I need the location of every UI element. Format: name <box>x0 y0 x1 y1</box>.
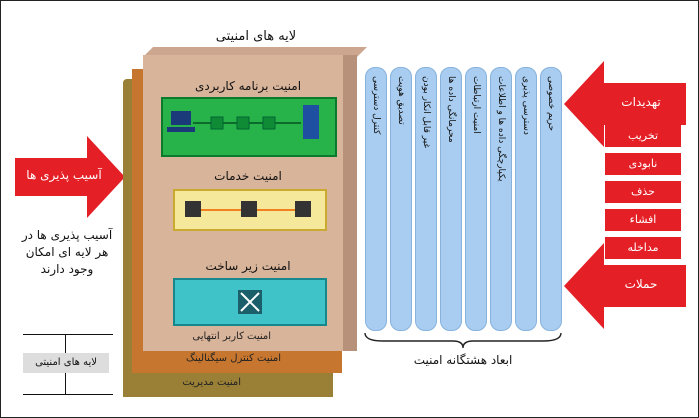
attacks-label: حملات <box>624 277 658 291</box>
threat-item: مداخله <box>605 237 681 259</box>
dimension-pillar: محرمانگی داده ها <box>440 67 462 331</box>
prism-side-face <box>343 55 357 351</box>
vulnerabilities-label: آسیب پذیری ها <box>26 168 102 182</box>
app-security-label: امنیت برنامه کاربردی <box>194 79 302 93</box>
dimension-pillar: یکپارچگی داده ها و اطلاعات <box>490 67 512 331</box>
dimension-pillar: کنترل دسترسی <box>365 67 387 331</box>
dimension-pillar: غیر قابل انکار بودن <box>415 67 437 331</box>
security-layers-title: لایه های امنیتی <box>215 29 297 44</box>
end-user-layer-label: امنیت کاربر انتهایی <box>192 331 271 342</box>
services-security-label: امنیت خدمات <box>214 169 282 183</box>
infra-security-box <box>173 278 327 326</box>
threats-label: تهدیدات <box>621 95 661 109</box>
dimension-pillar: حریم خصوصی <box>540 67 562 331</box>
dimensions-label: ابعاد هشتگانه امنیت <box>413 353 513 367</box>
legend-bracket-bottom <box>23 394 113 395</box>
services-network-icon <box>185 201 311 217</box>
threat-item: نابودی <box>605 153 681 175</box>
infra-router-icon <box>238 290 262 314</box>
legend-bracket-top <box>23 334 113 335</box>
dimension-pillar: تصدیق هویت <box>390 67 412 331</box>
legend-security-layers: لایه های امنیتی <box>23 353 109 373</box>
threats-arrow <box>564 61 686 147</box>
vulnerability-arrow <box>15 136 125 218</box>
vulnerability-note: آسیب پذیری ها در هر لایه ای امکان وجود د… <box>21 228 113 276</box>
dimension-pillar: امنیت ارتباطات <box>465 67 487 331</box>
threat-item: افشاء <box>605 209 681 231</box>
app-security-box <box>161 97 337 157</box>
dimensions-bracket <box>364 332 562 349</box>
infra-security-label: امنیت زیر ساخت <box>205 259 291 273</box>
attacks-arrow <box>564 243 686 329</box>
threat-item: حذف <box>605 181 681 203</box>
dimension-pillar: دسترسی پذیری <box>515 67 537 331</box>
management-layer-label: امنیت مدیریت <box>182 377 241 388</box>
services-security-box <box>173 189 327 231</box>
threat-item: تخریب <box>605 125 681 147</box>
app-network-icon <box>167 105 319 139</box>
signaling-layer-label: امنیت کنترل سیگنالینگ <box>186 353 281 364</box>
